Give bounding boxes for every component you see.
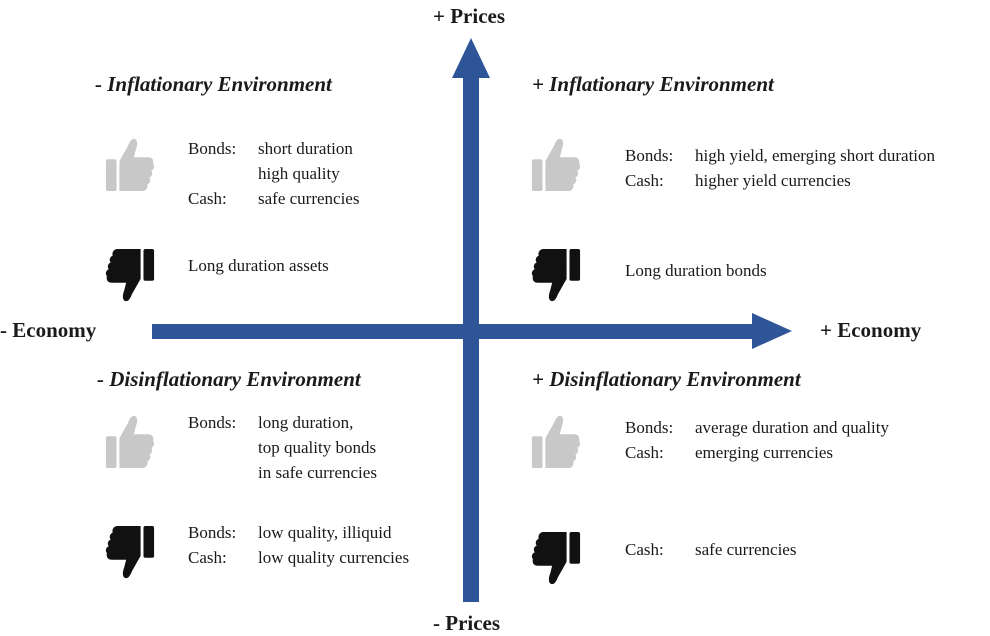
quadrant-title-bottom-left: - Disinflationary Environment <box>97 367 361 391</box>
list-item: Long duration assets <box>188 256 329 275</box>
list-item: Cash:emerging currencies <box>625 443 833 462</box>
horizontal-axis-arrow <box>152 313 792 349</box>
list-item: high quality <box>258 164 340 183</box>
quadrant-bottom-right-favorable: Bonds:average duration and quality Cash:… <box>625 415 889 465</box>
list-item: Cash:low quality currencies <box>188 548 410 567</box>
axis-label-bottom: - Prices <box>433 611 501 635</box>
list-item: Bonds:high yield, emerging short duratio… <box>625 146 936 165</box>
quadrant-top-right-favorable: Bonds:high yield, emerging short duratio… <box>625 143 935 193</box>
quadrant-bottom-left-favorable: Bonds:long duration, top quality bonds i… <box>188 410 377 485</box>
quadrant-title-bottom-right: + Disinflationary Environment <box>532 367 801 391</box>
list-item: Cash:safe currencies <box>625 540 797 559</box>
thumbs-up-icon <box>530 135 582 195</box>
thumbs-down-icon <box>530 528 582 588</box>
list-item: Cash:higher yield currencies <box>625 171 851 190</box>
quadrant-bottom-left-unfavorable: Bonds:low quality, illiquid Cash:low qua… <box>188 520 409 570</box>
thumbs-up-icon <box>104 412 156 472</box>
vertical-axis-arrow <box>452 38 490 602</box>
list-item: Cash:safe currencies <box>188 189 360 208</box>
quadrant-top-left-unfavorable: Long duration assets <box>188 253 329 278</box>
quadrant-top-left-favorable: Bonds:short duration high quality Cash:s… <box>188 136 359 211</box>
quadrant-top-right-unfavorable: Long duration bonds <box>625 258 767 283</box>
list-item: Long duration bonds <box>625 261 767 280</box>
quadrant-title-top-right: + Inflationary Environment <box>532 72 774 96</box>
list-item: Bonds:low quality, illiquid <box>188 523 392 542</box>
thumbs-down-icon <box>530 245 582 305</box>
list-item: Bonds:short duration <box>188 139 353 158</box>
axis-label-top: + Prices <box>433 4 506 28</box>
quadrant-title-top-left: - Inflationary Environment <box>95 72 332 96</box>
quadrant-bottom-right-unfavorable: Cash:safe currencies <box>625 537 796 562</box>
axis-label-right: + Economy <box>820 318 922 342</box>
thumbs-up-icon <box>104 135 156 195</box>
axis-label-left: - Economy <box>0 318 97 342</box>
thumbs-up-icon <box>530 412 582 472</box>
list-item: Bonds:average duration and quality <box>625 418 890 437</box>
thumbs-down-icon <box>104 245 156 305</box>
list-item: Bonds:long duration, <box>188 413 354 432</box>
list-item: top quality bonds <box>258 438 377 457</box>
thumbs-down-icon <box>104 522 156 582</box>
list-item: in safe currencies <box>258 463 377 482</box>
